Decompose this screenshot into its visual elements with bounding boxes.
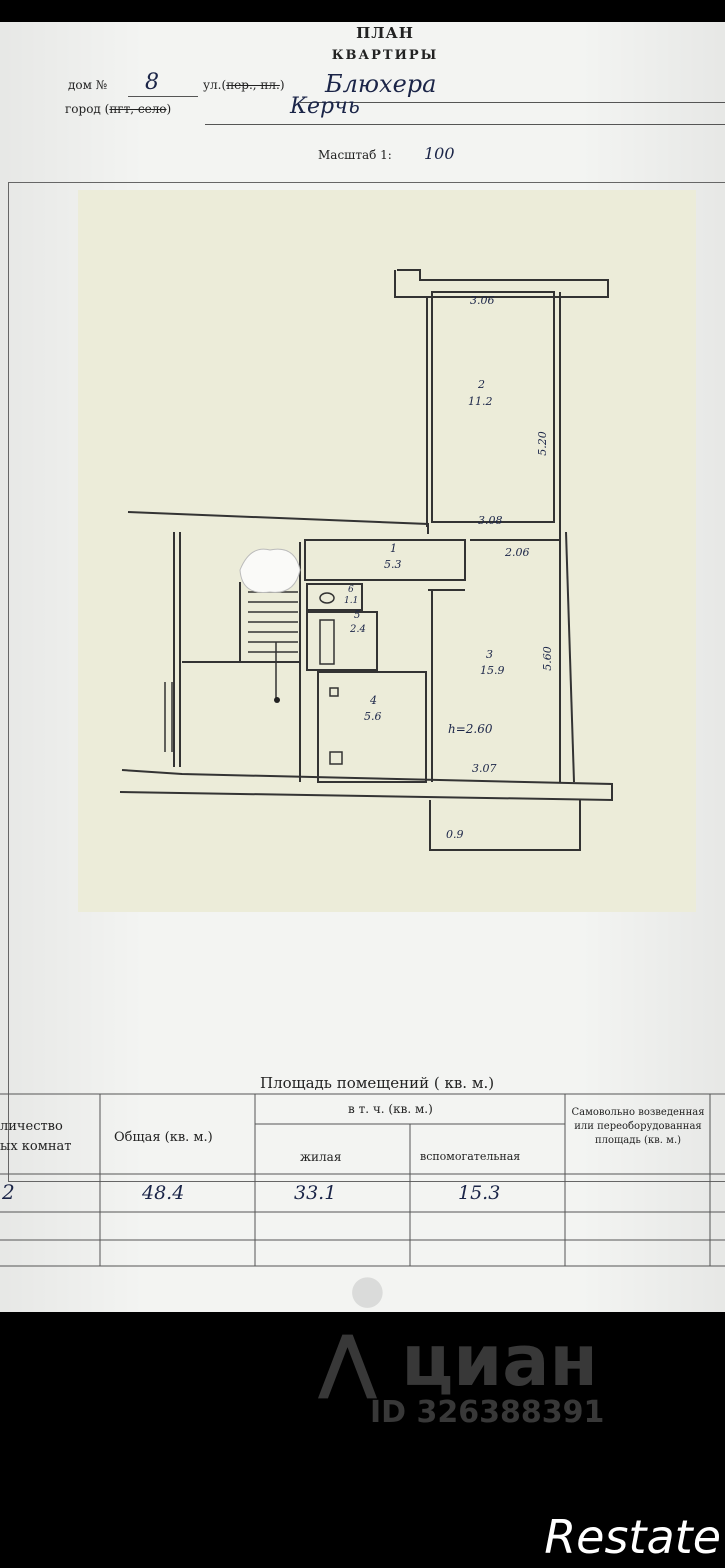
dim-balcony: 0.9 xyxy=(446,828,464,841)
dim-room3-bottom: 3.07 xyxy=(472,762,497,775)
room-3-outline xyxy=(470,539,561,782)
room-3-number: 3 xyxy=(486,648,493,661)
col-rooms-header: личество ых комнат xyxy=(0,1119,72,1154)
value-total: 48.4 xyxy=(142,1182,185,1204)
col-total-header: Общая (кв. м.) xyxy=(114,1130,213,1145)
city-label: город (пгт, село) xyxy=(65,102,172,116)
col-incl-header: в т. ч. (кв. м.) xyxy=(348,1102,433,1116)
sheet-frame xyxy=(8,182,725,1182)
dim-top-width: 3.06 xyxy=(470,294,495,307)
bottom-wall xyxy=(119,769,613,802)
house-label: дом № xyxy=(68,78,108,92)
floor-plan xyxy=(119,269,613,851)
room-1-number: 1 xyxy=(390,542,397,555)
watermark-logo-icon: ⋀ xyxy=(318,1320,377,1402)
riser-dot xyxy=(274,697,280,703)
doc-title: ПЛАН xyxy=(356,24,414,42)
scale-label: Масштаб 1: xyxy=(318,148,392,162)
table-caption: Площадь помещений ( кв. м.) xyxy=(260,1074,495,1092)
room-6-outline xyxy=(306,583,363,611)
top-wall xyxy=(394,269,609,298)
room-1-area: 5.3 xyxy=(384,558,402,571)
city-value: Керчь xyxy=(290,94,360,119)
col-aux-header: вспомогательная xyxy=(420,1150,521,1163)
house-value: 8 xyxy=(145,70,159,95)
room-4-outline xyxy=(317,671,427,783)
col-self-header: Самовольно возведенная или переоборудова… xyxy=(571,1107,705,1146)
street-underline xyxy=(300,102,725,103)
room-4-area: 5.6 xyxy=(364,710,382,723)
house-underline xyxy=(128,96,198,97)
room-5-number: 5 xyxy=(354,610,361,621)
upper-left-wall xyxy=(127,511,429,534)
value-rooms: 2 xyxy=(2,1180,15,1204)
dim-room3-top: 2.06 xyxy=(505,546,530,559)
street-value: Блюхера xyxy=(325,70,437,98)
value-living: 33.1 xyxy=(294,1182,337,1204)
room-3-area: 15.9 xyxy=(480,664,505,677)
dim-room2-bottom: 3.08 xyxy=(478,514,503,527)
room-2-outline xyxy=(431,291,555,523)
room-4-number: 4 xyxy=(370,694,377,707)
room-2-number: 2 xyxy=(478,378,485,391)
restate-logo: Restate xyxy=(544,1510,721,1564)
room-6-number: 6 xyxy=(348,585,354,595)
room-5-outline xyxy=(306,611,378,671)
balcony-outline xyxy=(429,800,581,851)
doc-subtitle: КВАРТИРЫ xyxy=(331,48,439,63)
value-aux: 15.3 xyxy=(458,1182,501,1204)
watermark-brand: ⋀ циан xyxy=(318,1320,598,1402)
room-6-area: 1.1 xyxy=(344,596,359,606)
room-5-area: 2.4 xyxy=(350,624,366,635)
scale-value: 100 xyxy=(424,144,455,163)
dim-height: h=2.60 xyxy=(448,722,493,736)
room-2-area: 11.2 xyxy=(468,395,493,408)
watermark-id: ID 326388391 xyxy=(370,1395,605,1430)
col-living-header: жилая xyxy=(300,1150,342,1164)
room-1-outline xyxy=(304,539,466,581)
city-underline xyxy=(205,124,725,125)
watermark-pin-icon: ● xyxy=(350,1267,385,1312)
area-table xyxy=(0,1093,725,1267)
street-label: ул.(пер., пл.) xyxy=(203,78,285,92)
document-sheet: ПЛАН КВАРТИРЫ дом № 8 ул.(пер., пл.) Блю… xyxy=(0,22,725,1312)
torn-spot xyxy=(239,548,301,594)
